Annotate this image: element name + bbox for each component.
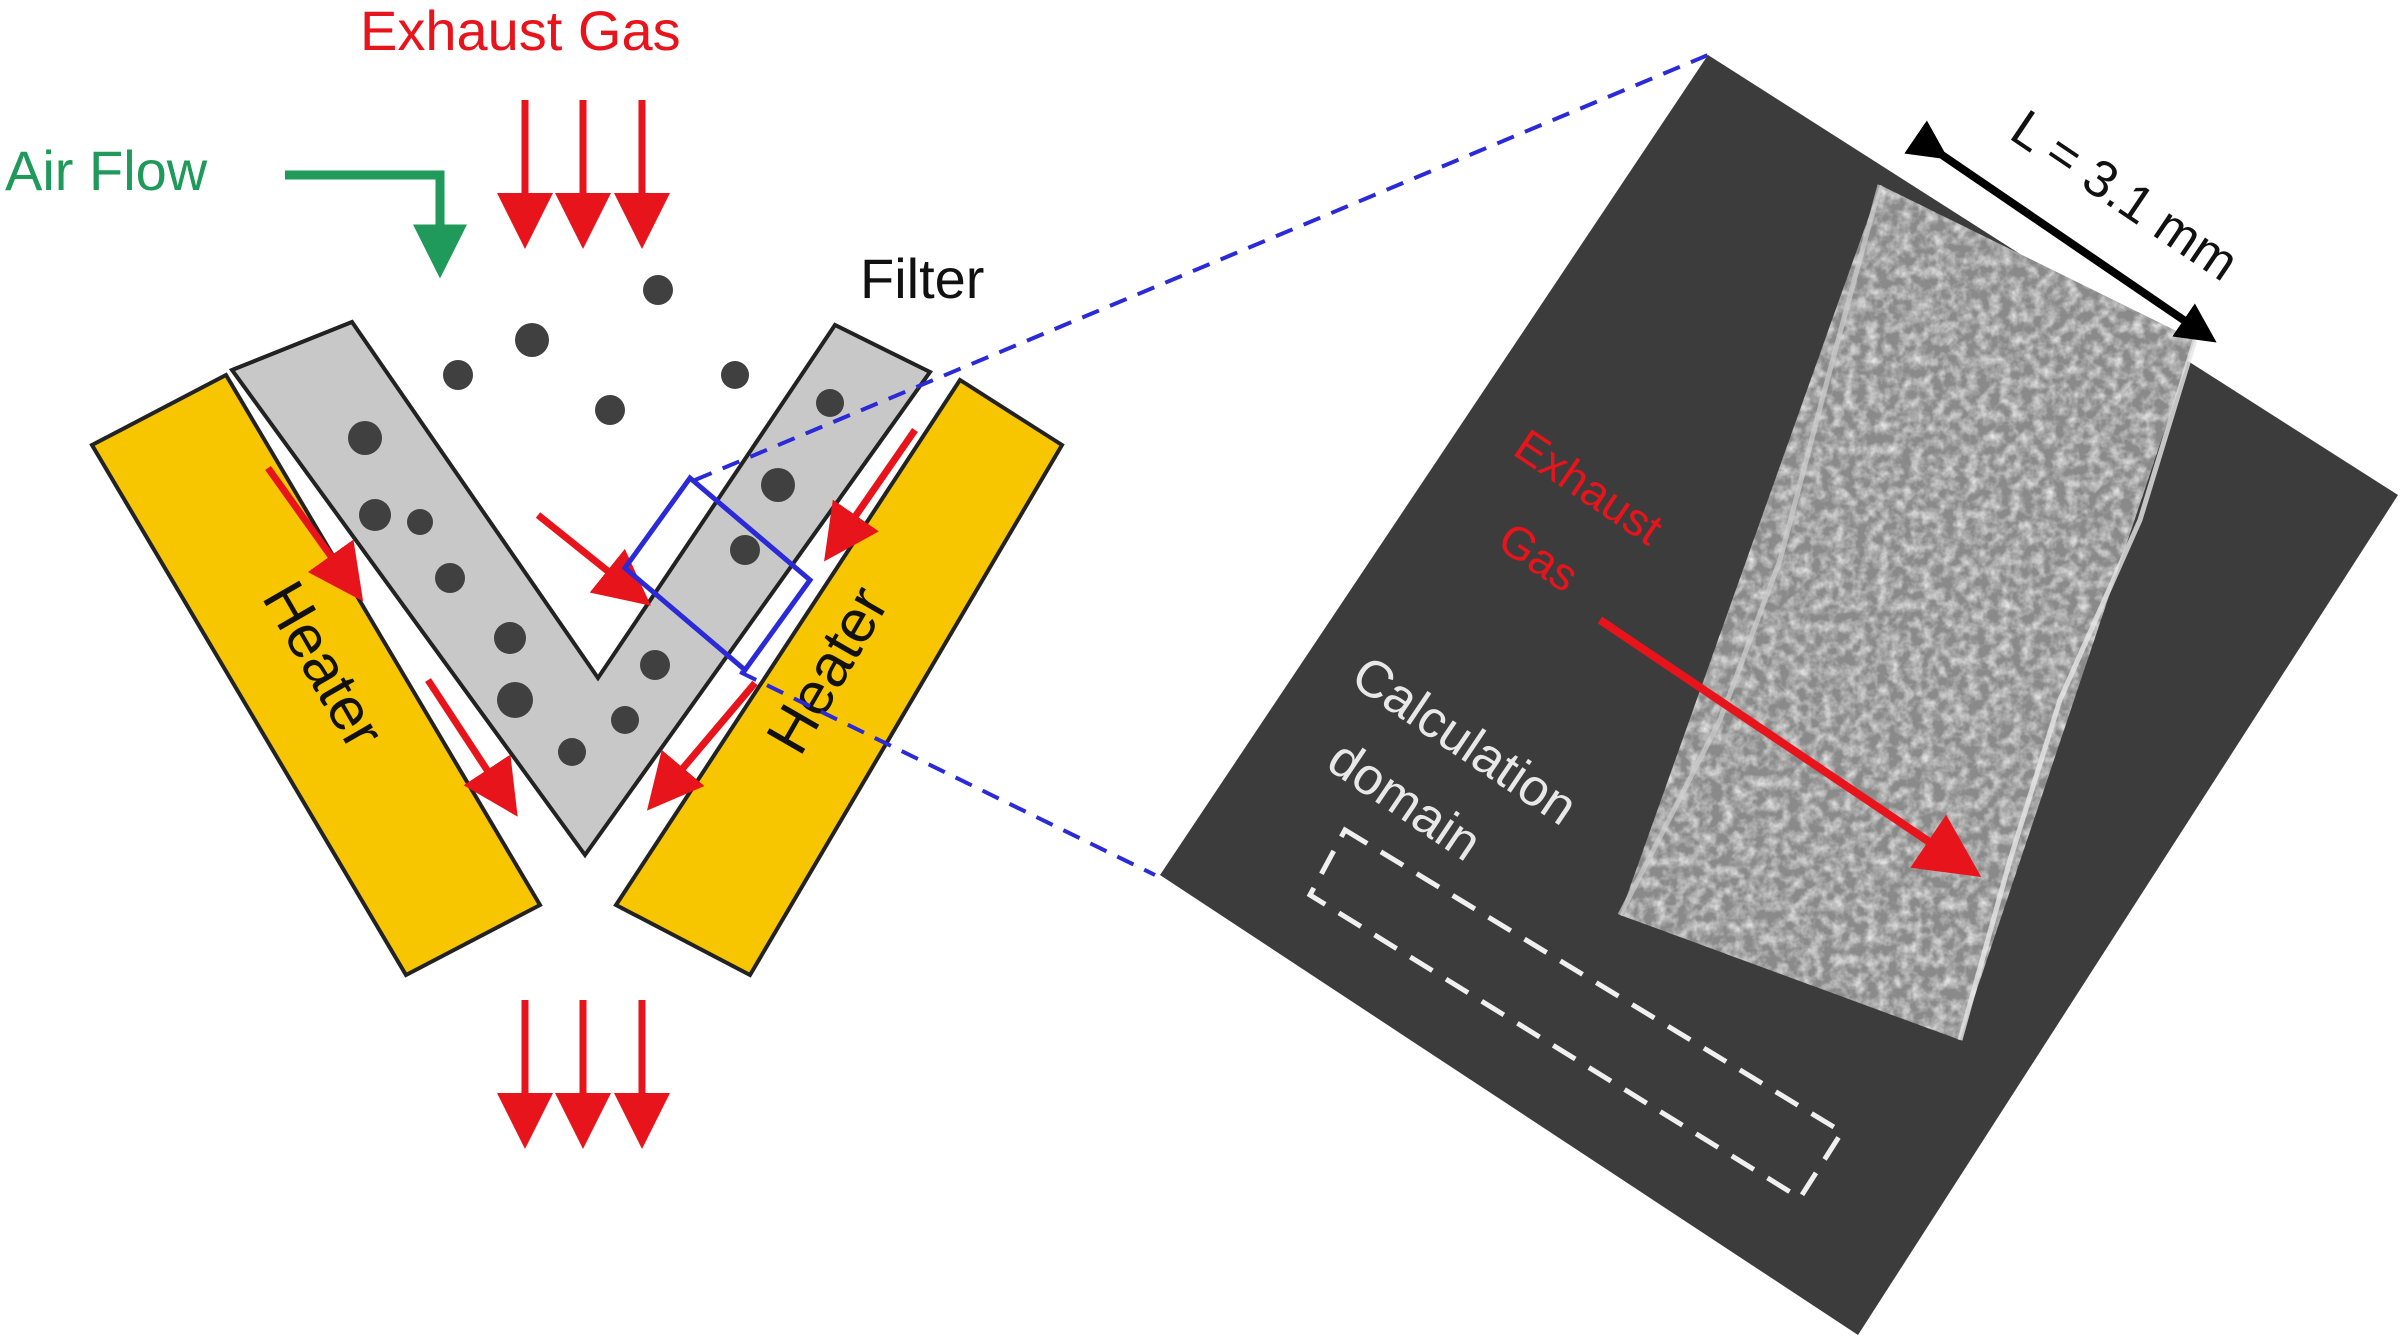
zoom-region-box <box>621 474 814 674</box>
filter-flow-arrows <box>265 428 918 817</box>
micrograph-panel: L = 3.1 mm Exhaust Gas Calculation domai… <box>1160 55 2398 1335</box>
calc-domain-box <box>1306 826 1846 1202</box>
air-flow-arrow <box>285 170 467 279</box>
zoom-connector-lines <box>694 53 1709 877</box>
length-dimension-arrow <box>1904 120 2217 343</box>
heater-left: Heater <box>89 372 543 978</box>
exhaust-gas-label: Exhaust Gas <box>360 0 681 62</box>
micro-exhaust-arrow <box>1597 616 1982 877</box>
exhaust-outlet-arrows <box>497 1000 670 1149</box>
air-flow-label: Air Flow <box>5 139 208 202</box>
soot-particles <box>348 275 844 766</box>
exhaust-inlet-arrows <box>497 100 670 249</box>
filter-label: Filter <box>860 247 984 310</box>
